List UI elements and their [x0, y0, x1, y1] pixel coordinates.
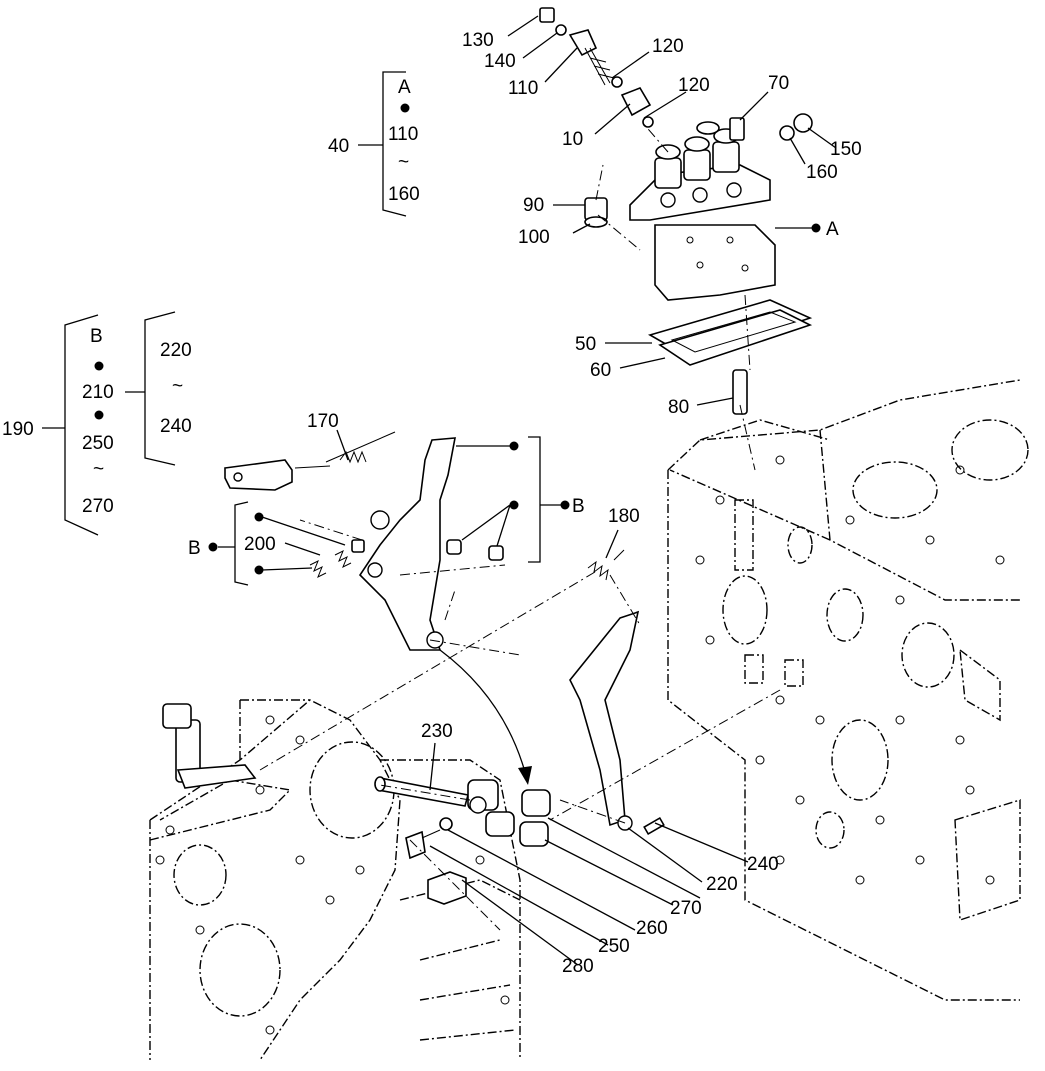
assembly-arrow-head: [518, 766, 532, 785]
callout-230: 230: [421, 721, 453, 742]
group-190-label: 190: [2, 419, 34, 440]
callout-130: 130: [462, 30, 494, 51]
group-190-dot-1: [94, 361, 104, 371]
callout-80: 80: [668, 397, 689, 418]
group-190-right-1: ~: [172, 376, 183, 397]
group-40: 40 A 110 ~ 160: [328, 77, 420, 205]
group-brackets: [42, 71, 561, 586]
callout-10: 10: [562, 129, 583, 150]
injection-pump: [629, 121, 776, 301]
group-190-left-2: 250: [82, 433, 114, 454]
group-40-top: A: [398, 77, 411, 98]
group-40-bottom: 160: [388, 184, 420, 205]
callout-B-right: B: [572, 496, 585, 517]
delivery-valve-parts: [539, 7, 813, 228]
callout-280: 280: [562, 956, 594, 977]
callout-170: 170: [307, 411, 339, 432]
callout-220: 220: [706, 874, 738, 895]
engine-block: [667, 379, 1029, 1001]
pump-gaskets: [647, 299, 813, 366]
callout-60: 60: [590, 360, 611, 381]
group-40-label: 40: [328, 136, 349, 157]
group-40-mid: 110: [388, 124, 418, 145]
callout-50: 50: [575, 334, 596, 355]
callout-labels: 130 140 110 120 120 10 70 150 160 90 100…: [244, 30, 862, 977]
assembly-arrow: [439, 649, 526, 773]
group-190-right-0: 220: [160, 340, 192, 361]
callout-270: 270: [670, 898, 702, 919]
group-190-left-0: B: [90, 326, 103, 347]
callout-150: 150: [830, 139, 862, 160]
callout-200: 200: [244, 534, 276, 555]
callout-260: 260: [636, 918, 668, 939]
callout-160: 160: [806, 162, 838, 183]
group-190-left-1: 210: [82, 382, 114, 403]
callout-120-upper: 120: [652, 36, 684, 57]
callout-250: 250: [598, 936, 630, 957]
callout-70: 70: [768, 73, 789, 94]
callout-140: 140: [484, 51, 516, 72]
group-B-left-label: B: [188, 538, 201, 559]
governor-lever-assembly: [224, 431, 665, 836]
governor-shaft-parts: [374, 776, 551, 905]
callout-120-lower: 120: [678, 75, 710, 96]
callout-100: 100: [518, 227, 550, 248]
group-40-tilde: ~: [398, 152, 409, 173]
callout-110: 110: [508, 78, 538, 99]
callout-180: 180: [608, 506, 640, 527]
leader-lines: [261, 15, 837, 966]
callout-240: 240: [747, 854, 779, 875]
group-190-dot-2: [94, 410, 104, 420]
group-190-left-3: ~: [93, 459, 104, 480]
group-190-right-2: 240: [160, 416, 192, 437]
gear-case-housing: [149, 699, 521, 1061]
group-40-dot: [400, 103, 410, 113]
group-190-left-4: 270: [82, 496, 114, 517]
assembly-lines: [259, 121, 781, 931]
group-190: 190 B 210 250 ~ 270 220 ~ 240: [2, 326, 192, 517]
stud-80: [732, 369, 748, 415]
leader-dots: [208, 223, 821, 575]
callout-90: 90: [523, 195, 544, 216]
callout-A: A: [826, 219, 839, 240]
